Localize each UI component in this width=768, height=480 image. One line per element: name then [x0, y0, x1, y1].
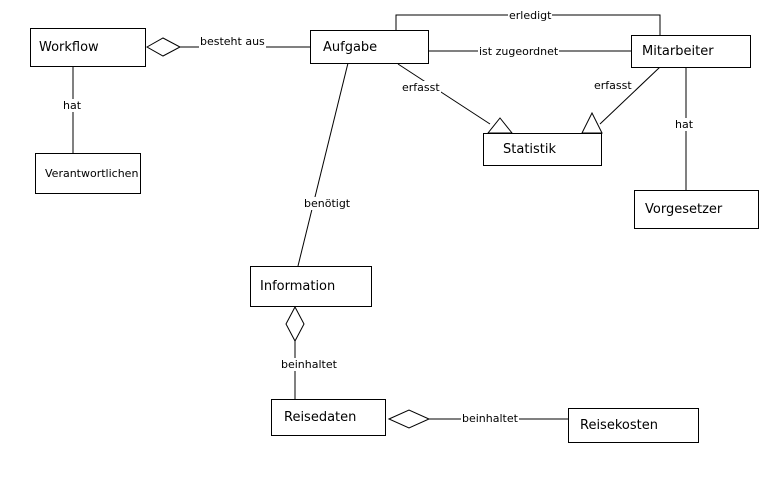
connector-mitarbeiter-statistik	[599, 66, 661, 125]
class-verantwortlichen[interactable]: Verantwortlichen	[35, 153, 141, 194]
aggregation-diamond-information	[285, 305, 305, 343]
label-hat-workflow: hat	[62, 99, 83, 112]
label-erfasst-aufgabe: erfasst	[401, 81, 441, 94]
label-beinhaltet-reisedaten: beinhaltet	[461, 412, 519, 425]
aggregation-diamond-reisedaten	[387, 409, 431, 429]
label-beinhaltet-information: beinhaltet	[280, 358, 338, 371]
class-statistik[interactable]: Statistik	[483, 133, 602, 166]
label-erledigt: erledigt	[508, 9, 553, 22]
aggregation-diamond-workflow	[145, 37, 182, 57]
label-ist-zugeordnet: ist zugeordnet	[478, 45, 560, 58]
class-reisekosten[interactable]: Reisekosten	[568, 408, 699, 443]
triangle-aufgabe-statistik	[486, 117, 514, 134]
label-erfasst-mitarbeiter: erfasst	[593, 79, 633, 92]
triangle-mitarbeiter-statistik	[581, 111, 603, 134]
class-vorgesetzer[interactable]: Vorgesetzer	[634, 190, 759, 229]
label-benoetigt: benötigt	[303, 197, 352, 210]
class-reisedaten[interactable]: Reisedaten	[271, 399, 386, 436]
label-hat-mitarbeiter: hat	[674, 118, 695, 131]
connector-aufgabe-information	[297, 62, 349, 267]
class-information[interactable]: Information	[250, 266, 372, 307]
connector-aufgabe-statistik	[397, 63, 491, 125]
class-workflow[interactable]: Workflow	[30, 28, 146, 67]
class-aufgabe[interactable]: Aufgabe	[310, 30, 429, 64]
class-mitarbeiter[interactable]: Mitarbeiter	[631, 35, 751, 68]
label-besteht-aus: besteht aus	[199, 35, 266, 48]
